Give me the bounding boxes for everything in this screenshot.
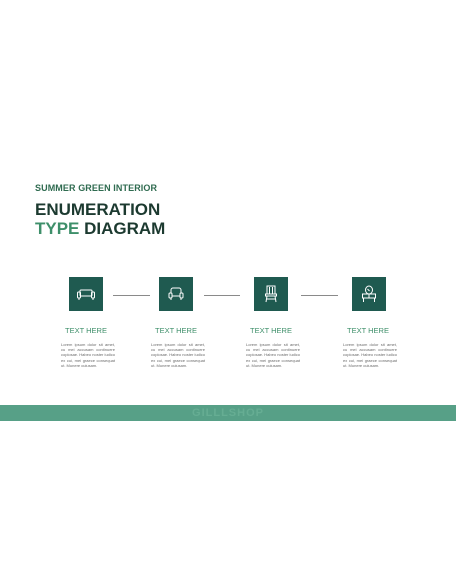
connector-line-3: [301, 295, 338, 296]
step-4-icon-box: [352, 277, 386, 311]
step-3-icon-box: [254, 277, 288, 311]
connector-line-1: [113, 295, 150, 296]
chair-icon: [265, 285, 277, 303]
sofa-icon: [77, 289, 95, 300]
step-4-label: TEXT HERE: [347, 326, 389, 335]
footer-brand-watermark: GILLLSHOP: [192, 407, 264, 419]
slide-subtitle: SUMMER GREEN INTERIOR: [35, 183, 158, 193]
footer-band: [0, 405, 456, 421]
slide-title: ENUMERATION TYPE DIAGRAM: [35, 200, 165, 238]
connector-line-2: [204, 295, 240, 296]
step-3-description: Lorem ipsum dolor sit amet, cu mei accus…: [246, 342, 300, 368]
title-line-2: TYPE DIAGRAM: [35, 219, 165, 238]
step-4-description: Lorem ipsum dolor sit amet, cu mei accus…: [343, 342, 397, 368]
title-accent-word: TYPE: [35, 219, 80, 238]
armchair-icon: [168, 287, 184, 300]
step-2-description: Lorem ipsum dolor sit amet, cu mei accus…: [151, 342, 205, 368]
step-1-label: TEXT HERE: [65, 326, 107, 335]
step-1-icon-box: [69, 277, 103, 311]
title-rest: DIAGRAM: [79, 219, 166, 238]
step-2-label: TEXT HERE: [155, 326, 197, 335]
step-1-description: Lorem ipsum dolor sit amet, cu mei accus…: [61, 342, 115, 368]
title-line-1: ENUMERATION: [35, 200, 161, 219]
step-3-label: TEXT HERE: [250, 326, 292, 335]
step-2-icon-box: [159, 277, 193, 311]
vanity-mirror-icon: [362, 285, 376, 302]
